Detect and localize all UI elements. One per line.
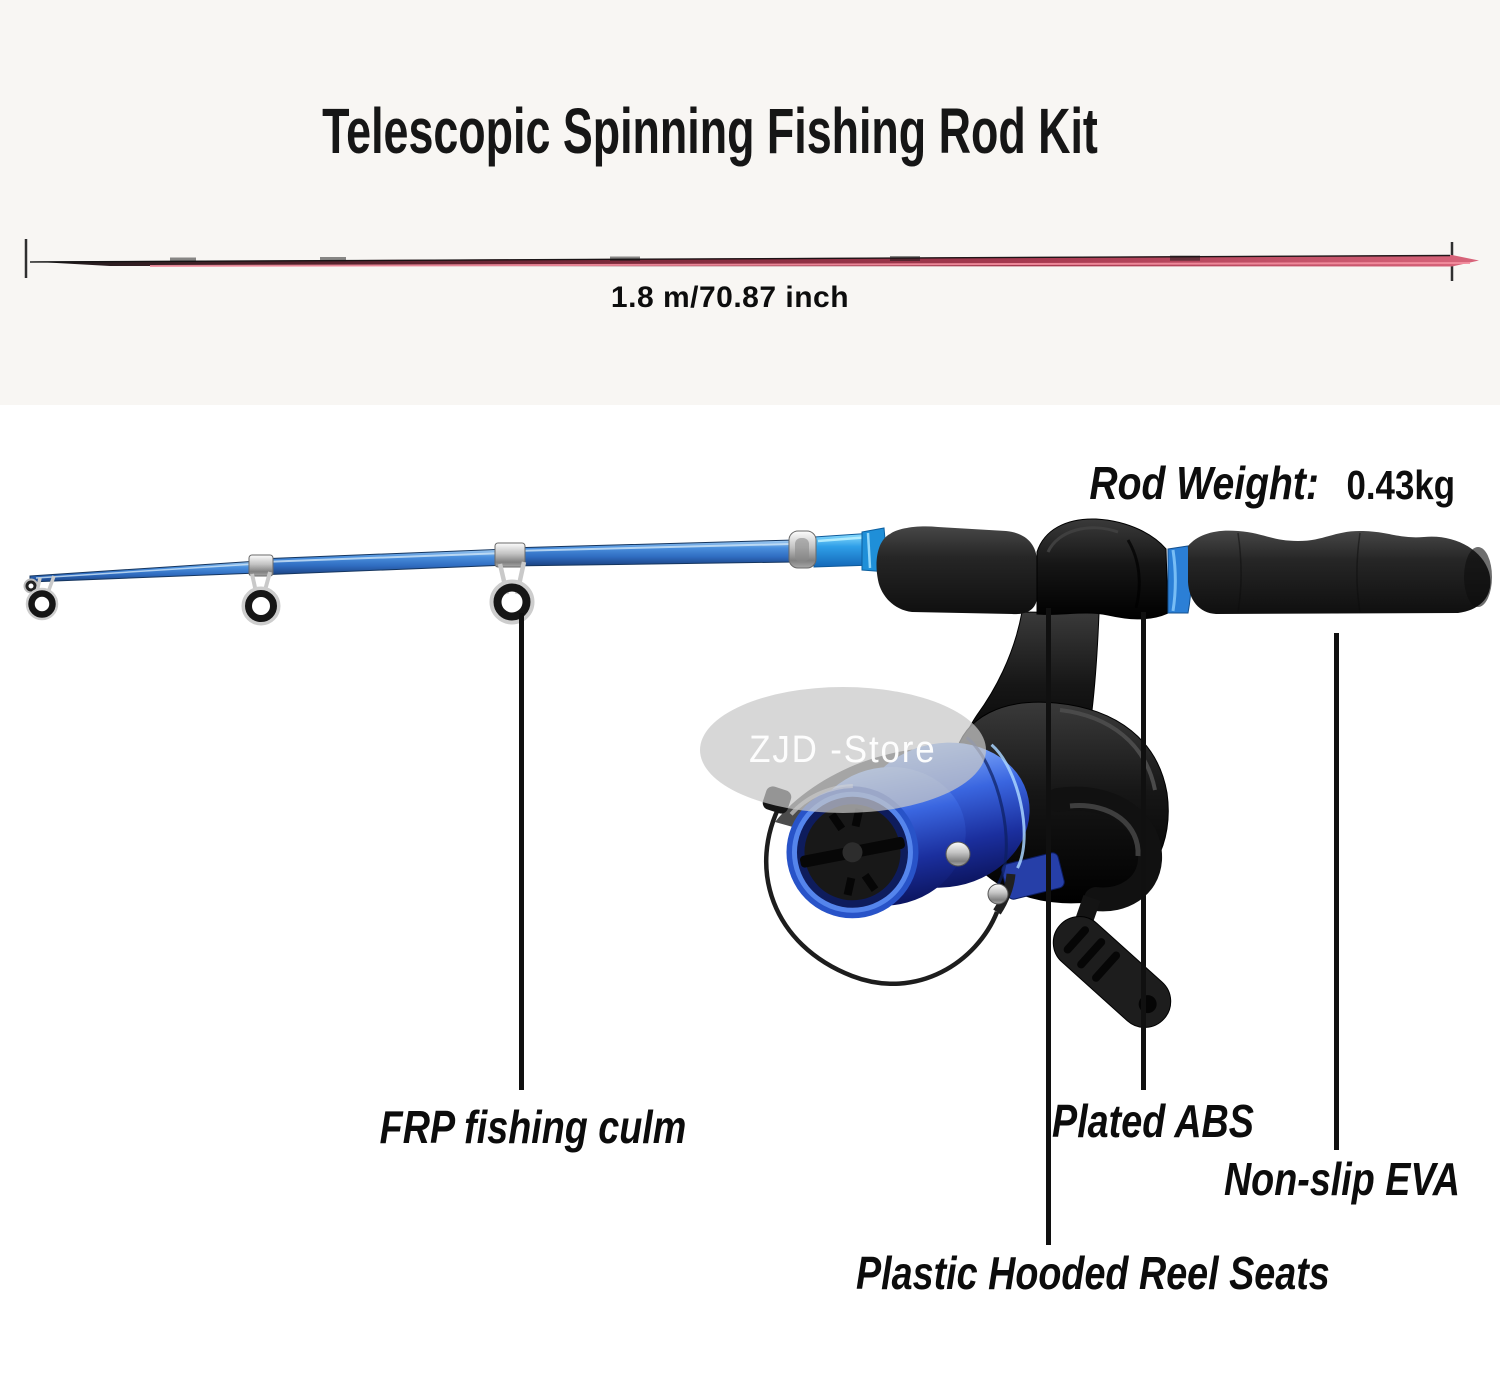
rod-weight: Rod Weight: 0.43kg — [1030, 456, 1455, 510]
reel-seat — [1036, 518, 1169, 620]
spool-drag-cap — [804, 804, 901, 901]
reel-art — [762, 611, 1172, 1028]
line-roller-screw — [987, 883, 1009, 905]
pointer-line-plated-abs — [1141, 612, 1146, 1090]
rod-weight-value: 0.43kg — [1346, 462, 1455, 508]
handle-art — [876, 518, 1492, 620]
callout-non-slip-eva: Non-slip EVA — [1223, 1153, 1461, 1205]
handle-blue-band — [1167, 545, 1192, 614]
rod-weight-label: Rod Weight: — [1089, 457, 1319, 509]
ferrule-collar — [494, 542, 526, 568]
pointer-line-non-slip-eva — [1334, 633, 1339, 1150]
pointer-line-reel-seats — [1046, 608, 1051, 1245]
fore-grip — [876, 526, 1037, 615]
bail-wire — [764, 801, 1000, 987]
reel-handle-knob — [1052, 916, 1172, 1028]
rear-grip — [1188, 530, 1491, 614]
callout-reel-seats: Plastic Hooded Reel Seats — [856, 1247, 1330, 1299]
reel-handle-arm — [1046, 786, 1162, 912]
callout-plated-abs: Plated ABS — [1052, 1095, 1254, 1147]
rod-art — [23, 527, 889, 626]
page-title: Telescopic Spinning Fishing Rod Kit — [322, 95, 1098, 167]
hook-keeper-ring — [788, 530, 817, 569]
ferrule-collar — [248, 554, 274, 577]
line-roller-screw — [945, 841, 971, 867]
pointer-line-frp — [519, 613, 524, 1090]
length-measurement: 1.8 m/70.87 inch — [610, 281, 850, 314]
line-guide-2 — [241, 571, 281, 626]
callout-frp: FRP fishing culm — [379, 1101, 687, 1153]
winding-check — [861, 527, 889, 573]
rod-butt-section — [813, 532, 875, 568]
tip-top-guide — [23, 578, 39, 594]
reel-body — [952, 701, 1169, 904]
reel-blue-accent — [1001, 852, 1065, 900]
line-guide-3 — [489, 561, 535, 625]
watermark: ZJD -Store — [700, 687, 986, 813]
top-band — [0, 0, 1500, 405]
watermark-text: ZJD -Store — [749, 728, 937, 771]
line-guide-1 — [25, 575, 59, 621]
